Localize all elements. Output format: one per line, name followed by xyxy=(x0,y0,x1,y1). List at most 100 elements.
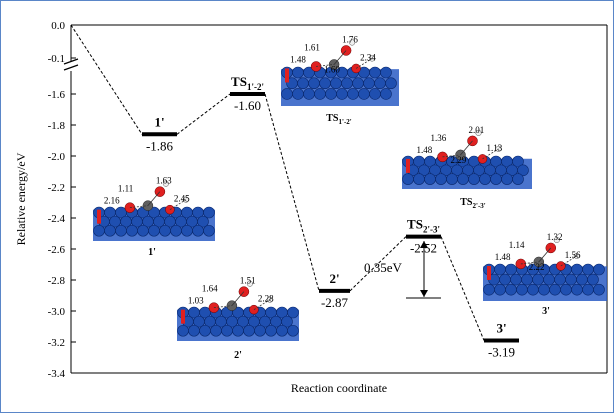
structure-caption: 1' xyxy=(148,247,156,258)
surface-atom xyxy=(358,88,370,100)
surface-atom xyxy=(347,88,359,100)
surface-atom xyxy=(512,155,524,168)
y-tick-label: -2.8 xyxy=(48,275,66,287)
bond-distance-label: 1.61 xyxy=(304,42,320,52)
x-axis-label: Reaction coordinate xyxy=(291,381,387,395)
surface-atom xyxy=(369,88,381,100)
surface-atom xyxy=(543,273,555,286)
surface-atom xyxy=(137,224,149,237)
surface-atom xyxy=(159,224,171,237)
path-connector xyxy=(264,93,320,291)
surface-atom xyxy=(221,324,233,337)
y-tick-label: -2.6 xyxy=(48,244,66,256)
bond-distance-label: 1.11 xyxy=(118,184,133,194)
structure-caption: 2' xyxy=(234,350,242,361)
bond-distance-label: 1.48 xyxy=(290,54,306,64)
surface-atom xyxy=(494,283,506,296)
surface-atom xyxy=(281,315,293,328)
oxygen-atom xyxy=(181,309,185,324)
bond-distance-label: 2.45 xyxy=(174,194,190,204)
bond-distance-label: 2.34 xyxy=(360,52,376,62)
surface-atom xyxy=(413,173,425,185)
y-tick-label: -2.4 xyxy=(48,213,66,225)
surface-atom xyxy=(203,206,215,219)
bond-distance-label: 1.48 xyxy=(417,145,433,155)
surface-atom xyxy=(374,77,386,90)
y-tick-label: 0.0 xyxy=(51,20,65,32)
reaction-path xyxy=(70,24,485,341)
surface-atom xyxy=(571,283,583,296)
surface-atom xyxy=(363,77,375,90)
surface-atom xyxy=(527,283,539,296)
path-connector xyxy=(70,24,143,135)
y-tick-label: -1.8 xyxy=(48,120,66,132)
surface-atom xyxy=(532,273,544,286)
path-connector xyxy=(440,236,485,341)
bond-line xyxy=(333,50,347,65)
bond-distance-label: 1.48 xyxy=(495,252,511,262)
surface-atom xyxy=(104,224,116,237)
path-connector xyxy=(176,93,231,135)
state-energy-label: -1.86 xyxy=(146,138,174,153)
bond-line xyxy=(460,140,473,156)
surface-atom xyxy=(435,173,447,185)
surface-atom xyxy=(192,224,204,237)
surface-atom xyxy=(254,324,266,337)
surface-atom xyxy=(243,324,255,337)
bond-distance-label: 2.29 xyxy=(451,155,467,165)
surface-atom xyxy=(265,324,277,337)
surface-atom xyxy=(93,224,105,237)
surface-atom xyxy=(521,273,533,286)
surface-atom xyxy=(385,77,397,90)
surface-atom xyxy=(292,66,304,79)
hydrogen-atom xyxy=(475,129,482,136)
surface-atom xyxy=(303,88,315,100)
surface-atom xyxy=(319,77,331,90)
bond-distance-label: 1.03 xyxy=(188,296,204,306)
bond-line xyxy=(129,205,148,209)
bond-distance-label: 1.36 xyxy=(431,133,447,143)
barrier-label: 0.35eV xyxy=(364,260,403,275)
surface-atom xyxy=(115,224,127,237)
bond-distance-label: 2.22 xyxy=(529,262,545,272)
bond-distance-label: 1.51 xyxy=(240,276,256,286)
y-tick-label: -0.1 xyxy=(48,53,65,65)
surface-atom xyxy=(479,173,491,185)
structure-caption: TS1'-2' xyxy=(326,113,352,126)
state-name: 3' xyxy=(496,320,506,335)
surface-atom xyxy=(582,263,594,276)
surface-atom xyxy=(512,173,524,185)
surface-atom xyxy=(281,88,293,100)
surface-atom xyxy=(177,324,189,337)
bond-line xyxy=(520,261,539,265)
surface-atom xyxy=(593,263,605,276)
energy-levels: 1'-1.86TS1'-2'-1.602'-2.87TS2'-3'-2.523'… xyxy=(142,74,519,359)
bond-line xyxy=(560,255,578,267)
surface-atom xyxy=(148,224,160,237)
y-tick-label: -3.0 xyxy=(48,306,66,318)
y-tick-label: -3.2 xyxy=(48,337,65,349)
surface-atom xyxy=(126,224,138,237)
surface-atom xyxy=(276,324,288,337)
surface-atom xyxy=(352,77,364,90)
surface-atom xyxy=(336,88,348,100)
surface-atom xyxy=(505,263,517,276)
surface-atom xyxy=(510,273,522,286)
bond-distance-label: 1.56 xyxy=(565,250,581,260)
state-name: 2' xyxy=(329,271,339,286)
surface-atom xyxy=(457,173,469,185)
surface-atom xyxy=(505,283,517,296)
surface-atom xyxy=(516,283,528,296)
surface-atom xyxy=(287,324,299,337)
surface-atom xyxy=(308,77,320,90)
hydrogen-atom xyxy=(553,236,560,243)
surface-atom xyxy=(538,283,550,296)
surface-atom xyxy=(369,66,381,79)
surface-atom xyxy=(483,283,495,296)
bond-distance-label: 1.32 xyxy=(547,232,563,242)
surface-atom xyxy=(587,273,599,286)
surface-atom xyxy=(380,66,392,79)
